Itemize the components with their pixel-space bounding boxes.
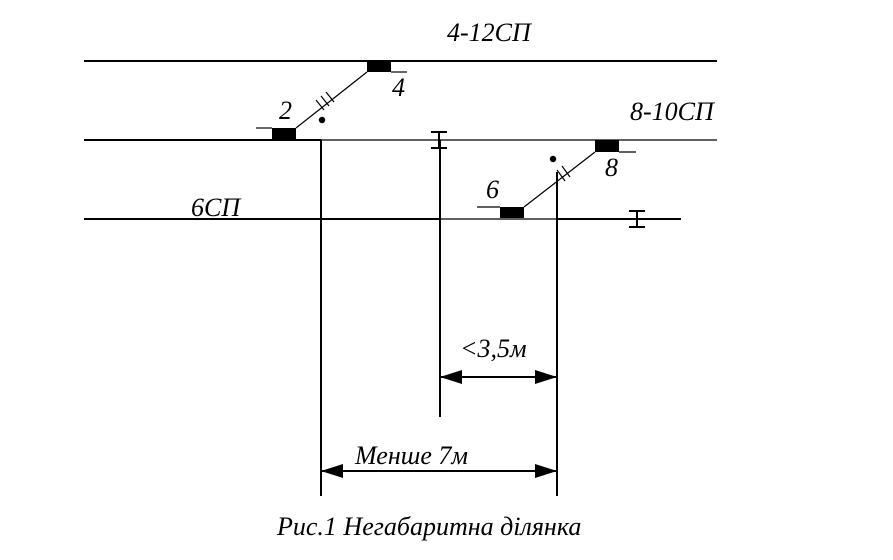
- track-label-bottom: 6СП: [191, 193, 242, 222]
- track-label-middle: 8-10СП: [630, 97, 716, 126]
- switch-4-block[interactable]: [367, 61, 391, 72]
- switch-label-6: 6: [486, 175, 499, 204]
- signal-dot-6-8: [549, 155, 557, 163]
- switch-label-2: 2: [279, 96, 292, 125]
- insulated-joint-2-4: [315, 91, 335, 111]
- switch-label-4: 4: [392, 73, 405, 102]
- dimension-label-short: <3,5м: [460, 334, 527, 363]
- crossover-6-8: [477, 140, 636, 218]
- switch-label-8: 8: [605, 153, 618, 182]
- switch-8-block[interactable]: [595, 140, 619, 152]
- signal-dot-2-4: [318, 116, 326, 124]
- insulated-joint-bottom: [629, 210, 645, 228]
- dimension-label-long: Менше 7м: [354, 441, 468, 470]
- insulated-joint-6-8: [556, 165, 571, 182]
- switch-6-block[interactable]: [500, 207, 524, 218]
- crossover-6-8-line: [523, 151, 596, 208]
- track-label-top: 4-12СП: [447, 18, 533, 47]
- figure-caption: Рис.1 Негабаритна ділянка: [276, 512, 581, 541]
- crossover-2-4-line: [295, 71, 368, 129]
- crossover-2-4: [256, 61, 407, 139]
- switch-2-block[interactable]: [272, 128, 296, 139]
